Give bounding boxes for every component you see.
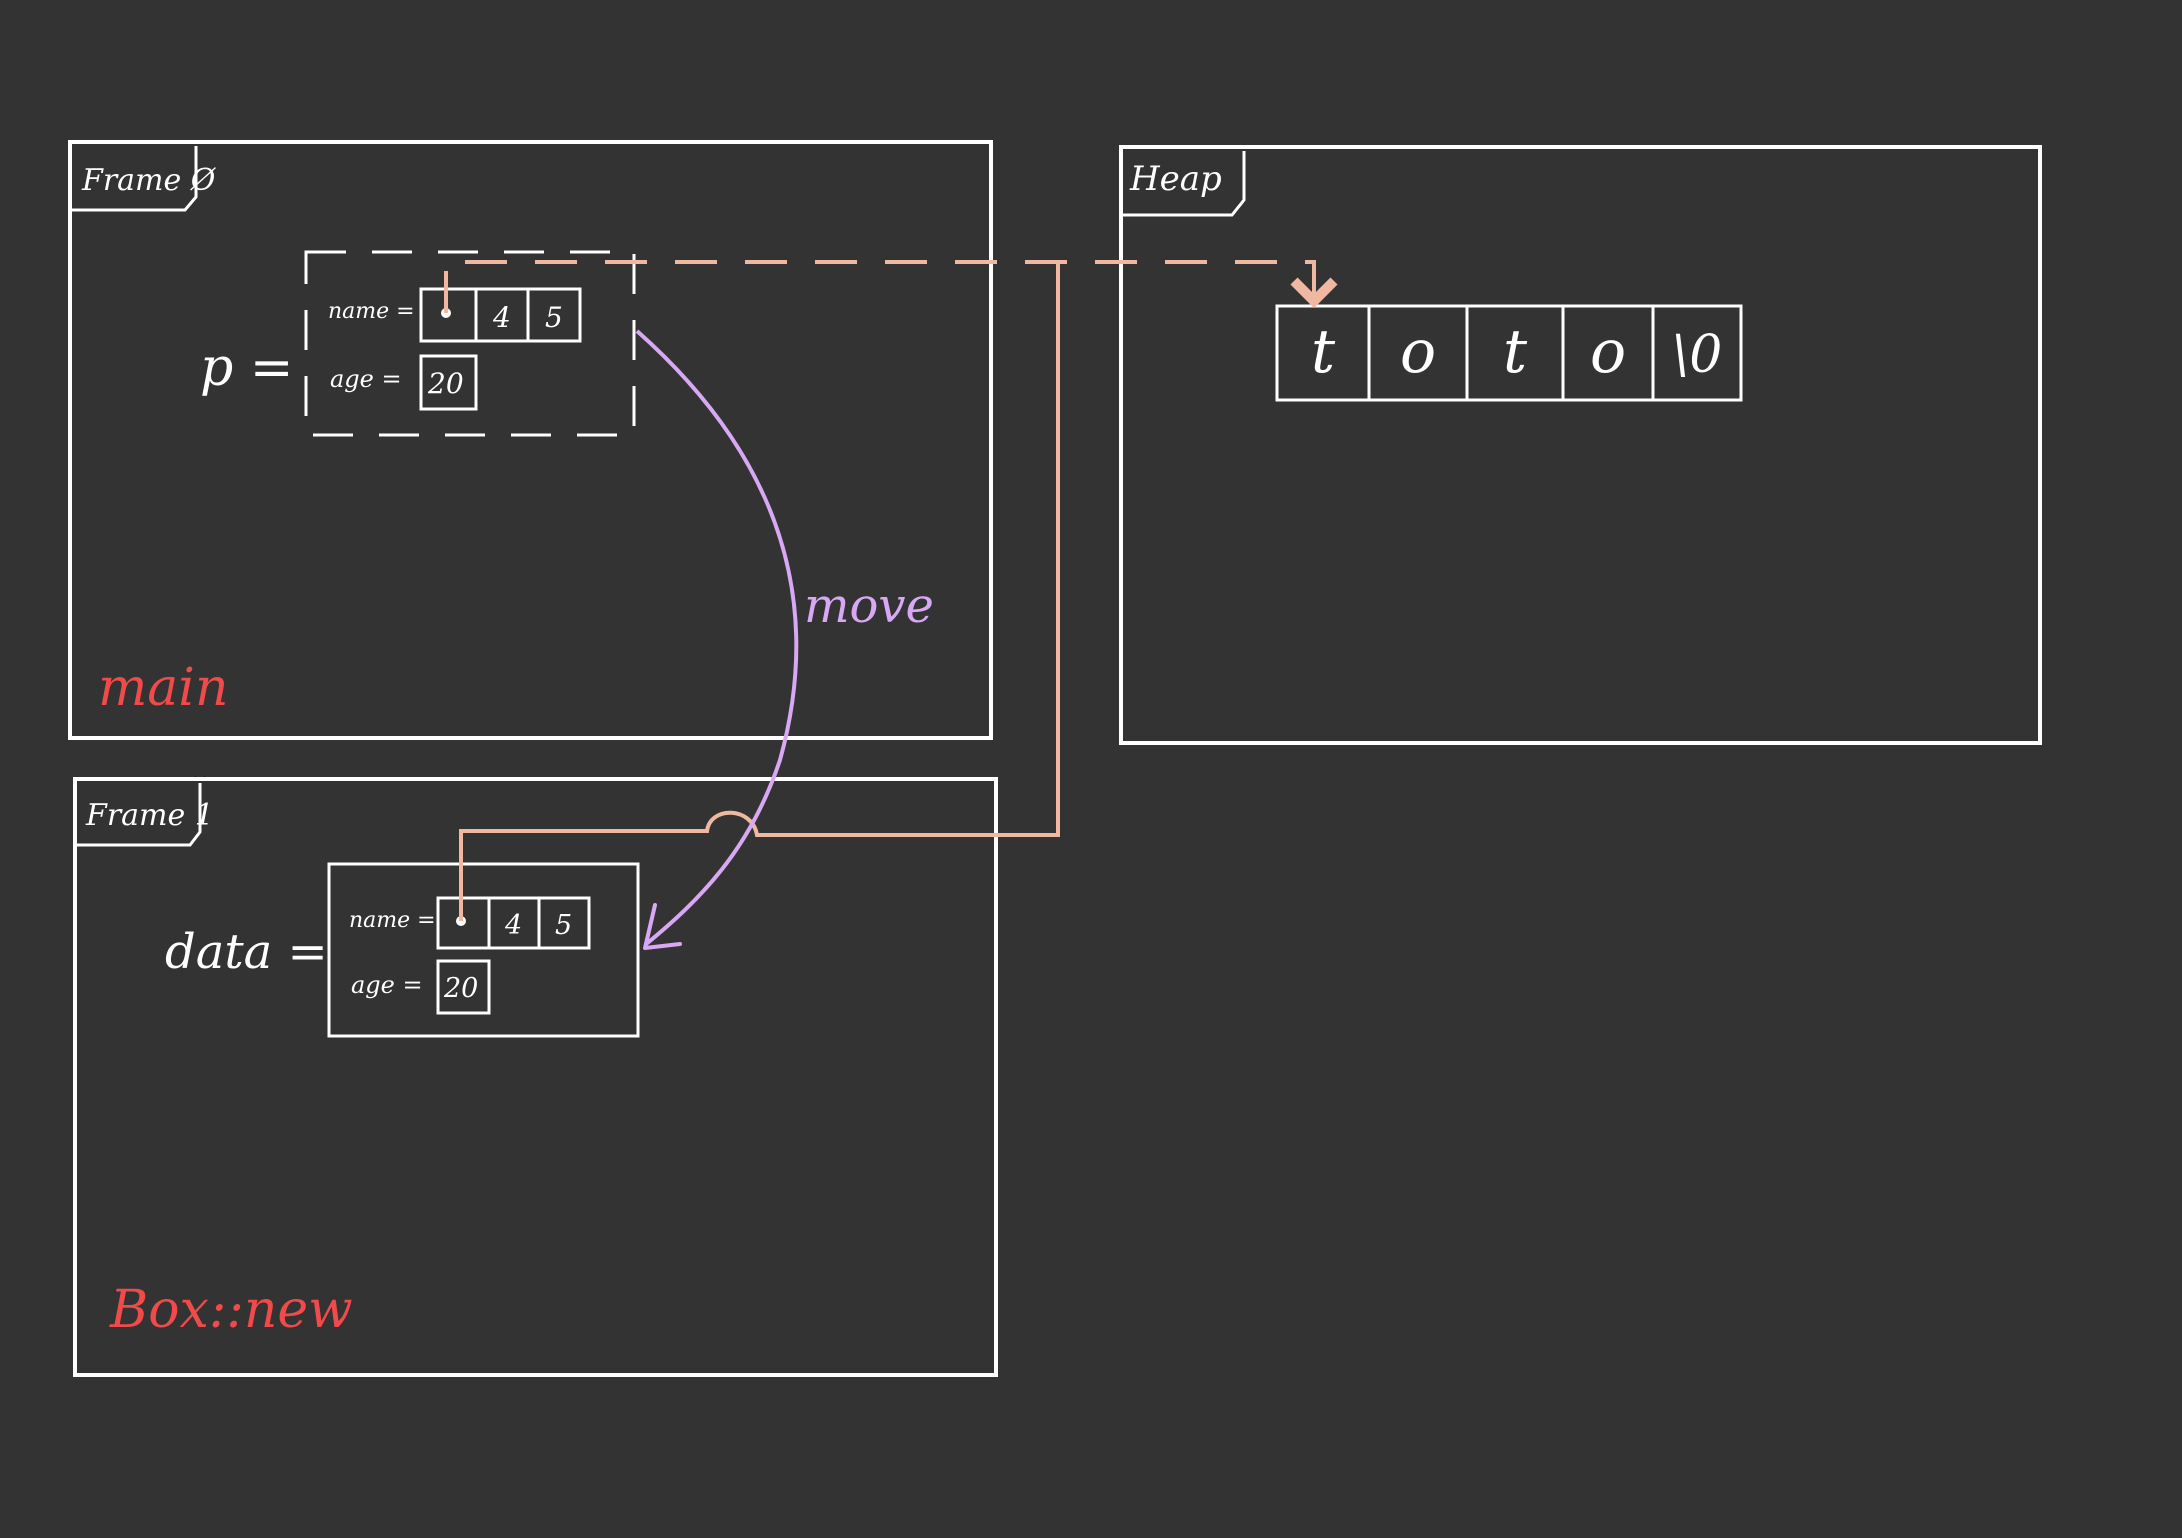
move-arrow-head (643, 903, 682, 950)
p-ptr-arrow (444, 260, 1338, 313)
heap-char: o (1400, 317, 1436, 387)
data-name-label: name = (349, 908, 436, 933)
heap-char: t (1311, 317, 1336, 387)
p-name-label: name = (328, 299, 415, 324)
variable-p-label: p = (200, 338, 293, 398)
data-name-cap-cell (537, 896, 591, 950)
heap-tab (1123, 151, 1246, 217)
move-label: move (804, 578, 934, 634)
p-age-label: age = (330, 365, 402, 393)
data-age-value: 20 (443, 973, 478, 1004)
heap-char: t (1503, 317, 1528, 387)
data-name-cap: 5 (555, 910, 572, 941)
frame-1-border (73, 777, 998, 1377)
data-ptr-arrow (459, 262, 1060, 921)
heap-border (1119, 145, 2042, 745)
pointer-arrows (444, 260, 1338, 921)
variable-data-box (327, 862, 640, 1038)
variable-p-dashed-box (304, 250, 636, 437)
p-name-len: 4 (492, 301, 511, 334)
heap-cell (1651, 304, 1743, 402)
data-name-cells: 4 5 (436, 896, 591, 950)
frame-0-border (68, 140, 993, 740)
frame-1-function-name: Box::new (109, 1280, 353, 1340)
p-name-cells: 4 5 (419, 287, 582, 343)
p-name-cap-cell (526, 287, 582, 343)
data-age-cell (436, 959, 491, 1015)
move-arrow: move (635, 329, 934, 950)
frame-0-title: Frame Ø (81, 163, 217, 198)
frame-0-tab (72, 146, 198, 212)
frame-1-tab (77, 783, 202, 847)
data-age-label: age = (351, 971, 423, 999)
data-name-len: 4 (504, 910, 522, 941)
frame-0-function-name: main (98, 658, 228, 718)
p-name-cap: 5 (545, 301, 563, 334)
frame-1: Frame 1 data = name = 4 5 age = 20 Box::… (73, 777, 998, 1377)
heap-char: \0 (1672, 325, 1723, 385)
variable-data-label: data = (165, 924, 328, 980)
frame-1-title: Frame 1 (85, 798, 214, 833)
heap-title: Heap (1129, 159, 1222, 199)
heap: Heap t o t o \0 (1119, 145, 2042, 745)
move-arrow-curve (635, 329, 799, 947)
p-age-value: 20 (427, 367, 464, 400)
frame-0: Frame Ø p = name = 4 5 age = 20 main (68, 140, 993, 740)
heap-string-cells: t o t o \0 (1275, 304, 1743, 402)
heap-char: o (1590, 317, 1626, 387)
p-age-cell (419, 354, 478, 411)
